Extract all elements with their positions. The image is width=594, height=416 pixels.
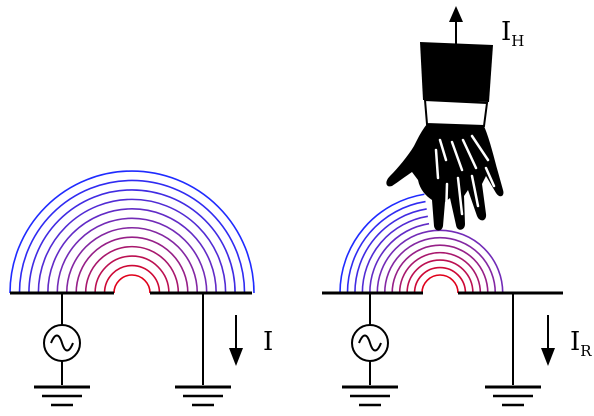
left-current-arrow-icon (229, 315, 243, 366)
field-arc (114, 275, 150, 293)
hand-icon (386, 42, 503, 231)
field-arc (400, 253, 481, 293)
field-arc (422, 275, 458, 293)
left-electric-field-arcs (10, 171, 254, 293)
right-circuit (322, 293, 563, 405)
right-current-arrow-icon (541, 315, 555, 366)
field-arc (105, 266, 160, 293)
shirt-cuff (425, 100, 487, 126)
field-arc (48, 209, 216, 293)
sleeve-cuff (420, 42, 493, 102)
field-arc (340, 194, 424, 293)
hand-current-arrow-icon (449, 6, 463, 44)
hand-current-label: IH (501, 17, 524, 50)
field-arc (86, 247, 179, 293)
field-arc (407, 260, 473, 293)
left-source-ground-icon (34, 387, 90, 405)
right-ac-source-icon (352, 325, 388, 361)
left-ac-source-icon (44, 325, 80, 361)
left-receive-ground-icon (175, 387, 231, 405)
field-arc (377, 230, 502, 293)
right-source-ground-icon (342, 387, 398, 405)
right-receive-ground-icon (485, 387, 541, 405)
left-circuit (10, 293, 252, 405)
left-current-label: I (263, 327, 273, 357)
field-arc (29, 190, 235, 293)
right-current-label: IR (570, 327, 592, 360)
